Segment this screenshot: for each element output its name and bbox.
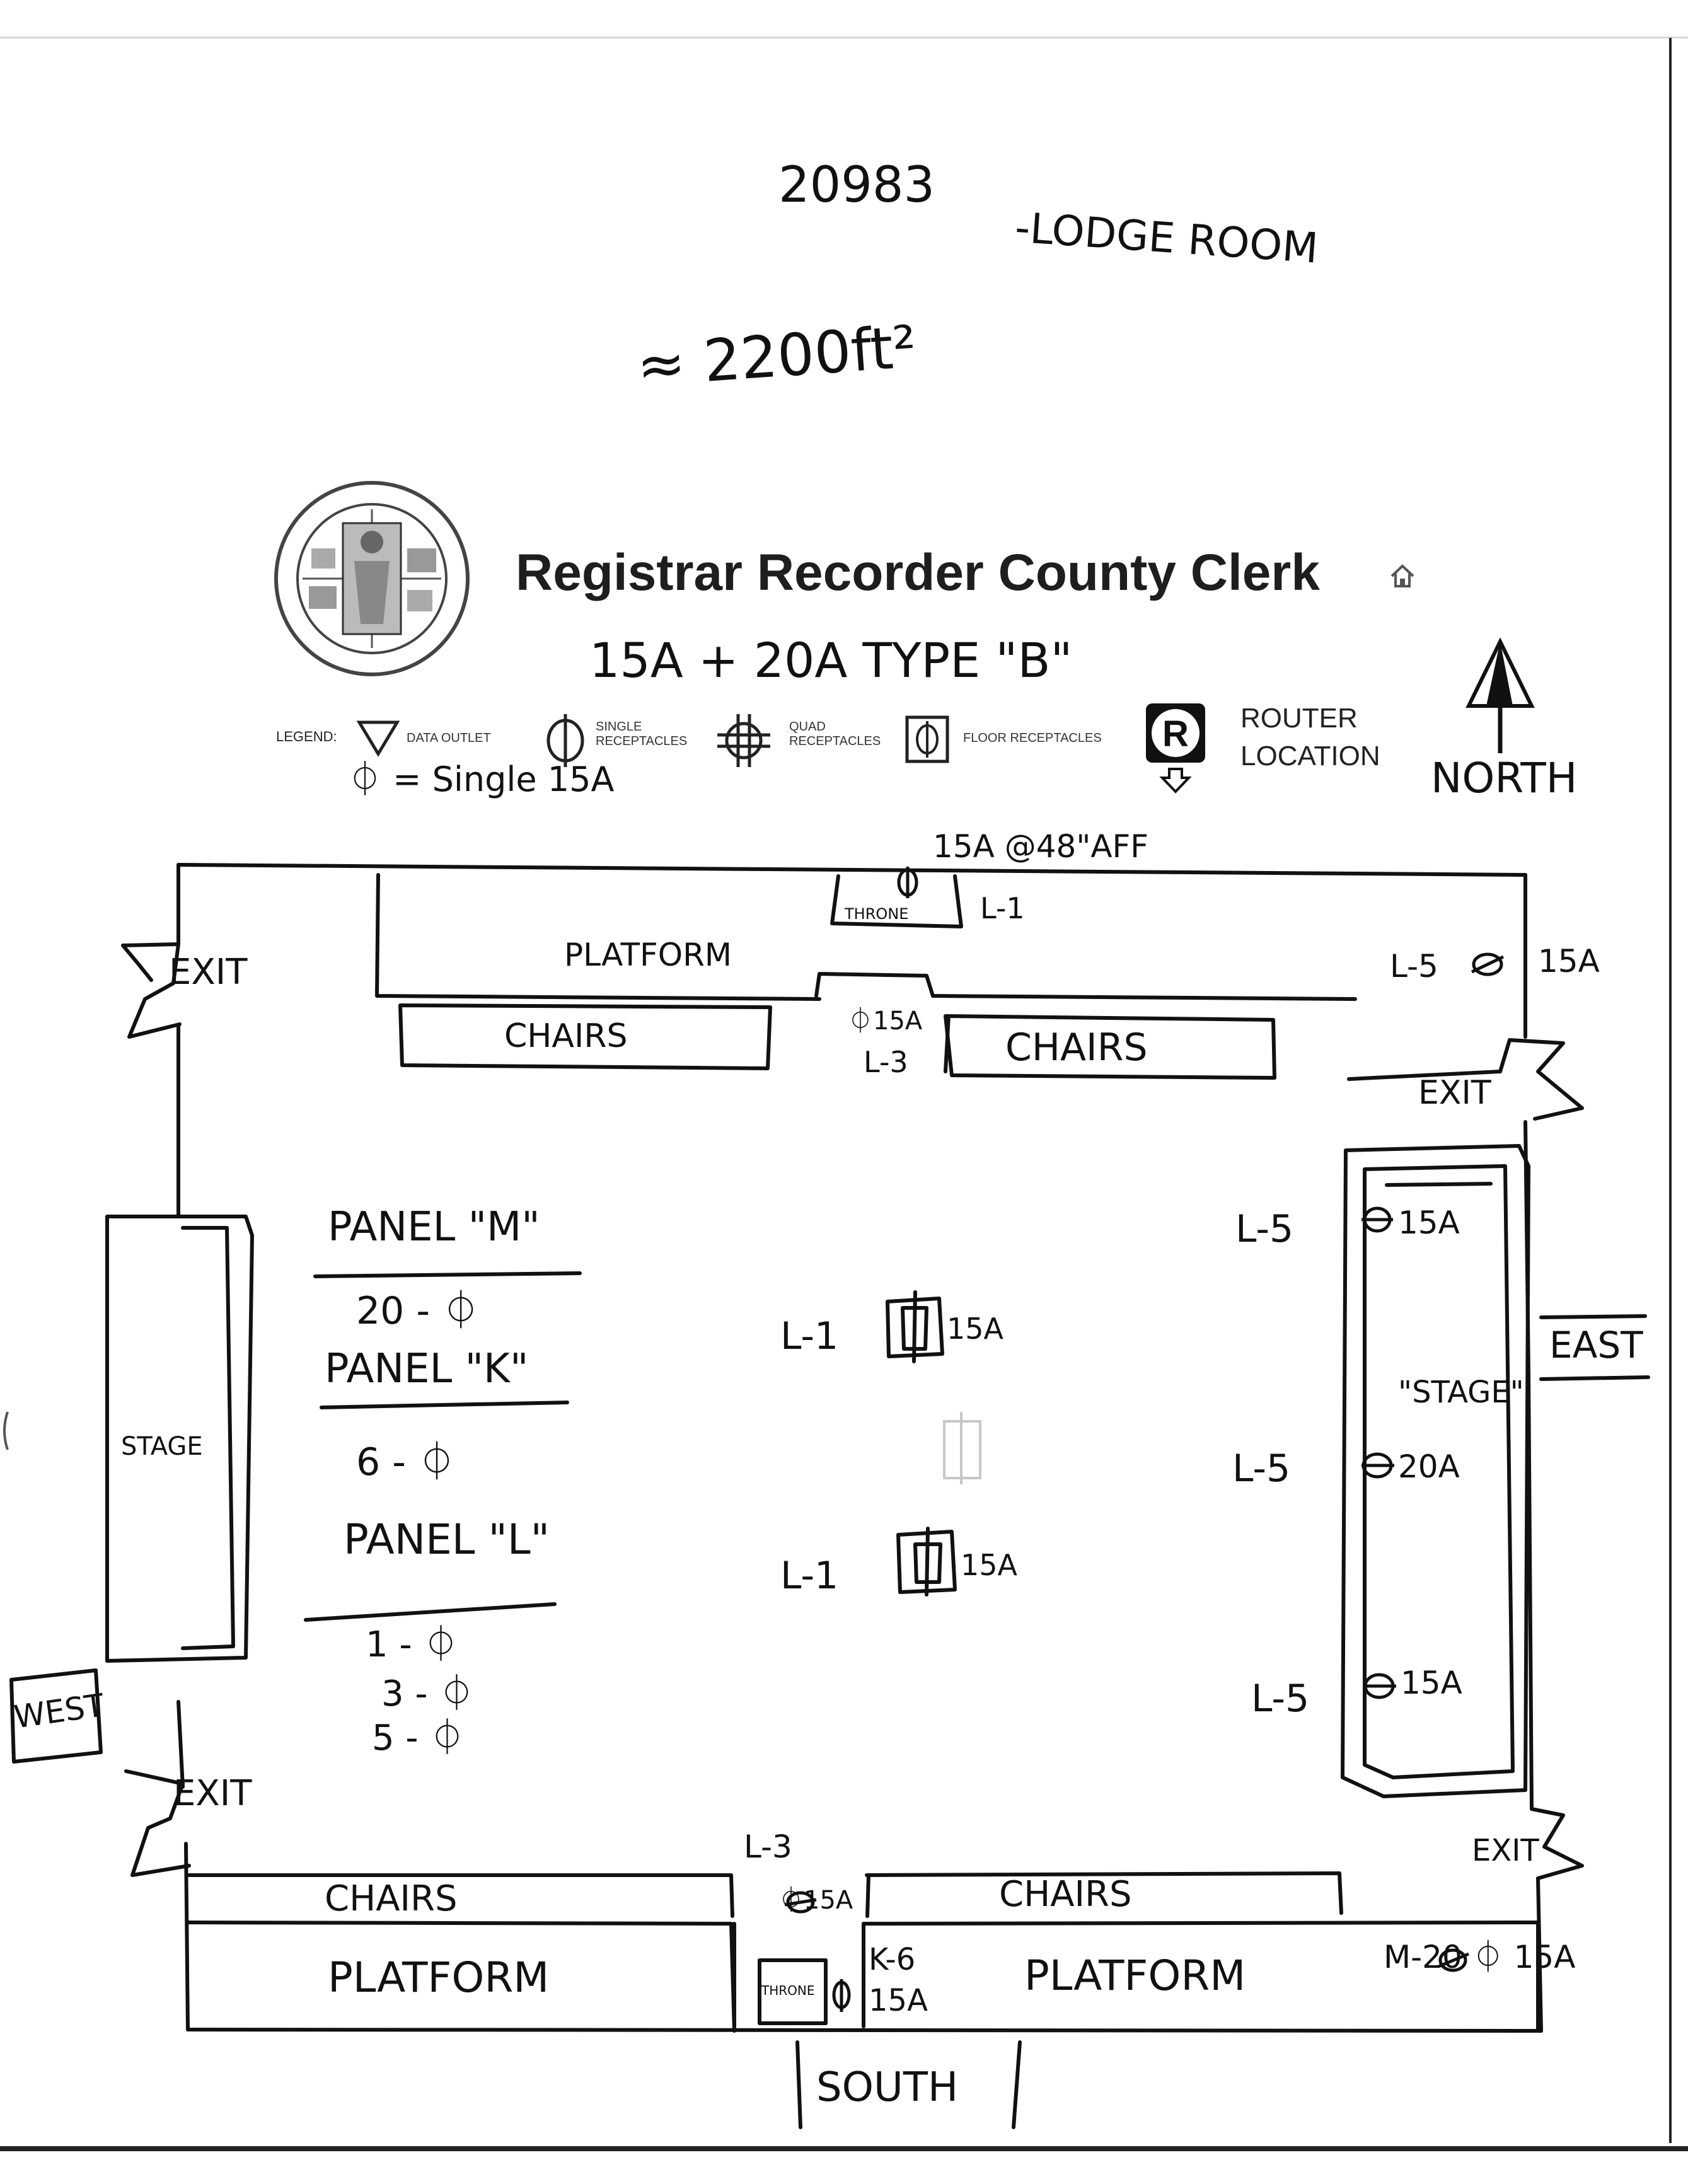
l5-1-amp: 15A — [1398, 1205, 1460, 1241]
panel-l-label: PANEL "L" — [344, 1515, 550, 1564]
k6-amp: 15A — [869, 1983, 928, 2018]
data-outlet-triangle-icon — [356, 720, 400, 757]
east-label: EAST — [1549, 1324, 1643, 1366]
floor-receptacle-icon — [905, 715, 949, 763]
north-label: NORTH — [1431, 754, 1578, 802]
south-label: SOUTH — [816, 2064, 959, 2111]
throne-top-label: THRONE — [845, 905, 909, 923]
job-number: 20983 — [778, 157, 935, 214]
chairs-top-right-label: CHAIRS — [1005, 1026, 1148, 1070]
logo-title: Registrar Recorder County Clerk — [516, 544, 1320, 601]
platform-bottom-right-label: PLATFORM — [1024, 1951, 1246, 2000]
panel-l-circuit-3: 3 - ⏀ — [381, 1673, 475, 1714]
router-location-icon: R — [1146, 703, 1205, 794]
m20-label: M-20 ⏀ 15A — [1384, 1939, 1576, 1975]
floor-receptacle-2-label: L-1 — [780, 1554, 839, 1598]
panel-k-label: PANEL "K" — [325, 1346, 529, 1392]
single-15a-note: ⏀ = Single 15A — [348, 760, 615, 799]
stage-east-label: "STAGE" — [1398, 1375, 1524, 1410]
router-letter: R — [1162, 714, 1189, 754]
l5-3-amp: 15A — [1401, 1665, 1462, 1701]
l3-top-label: L-3 — [864, 1045, 908, 1079]
router-text-1: ROUTER — [1240, 703, 1358, 734]
exit-nw-label: EXIT — [169, 952, 248, 993]
center-top-15a: ⏀15A — [848, 1007, 923, 1036]
panel-m-circuit: 20 - ⏀ — [356, 1289, 480, 1333]
l5-2-amp: 20A — [1398, 1448, 1460, 1485]
legend-quad-receptacles: QUAD RECEPTACLES — [789, 720, 881, 748]
panel-l-circuit-1: 1 - ⏀ — [366, 1624, 459, 1665]
chairs-bottom-right-label: CHAIRS — [999, 1874, 1132, 1915]
page-right-edge — [1669, 38, 1672, 2143]
receptacle-type-note: 15A + 20A TYPE "B" — [589, 632, 1073, 688]
platform-bottom-left-label: PLATFORM — [328, 1953, 550, 2002]
l5-3-label: L-5 — [1251, 1677, 1310, 1721]
panel-l-circuit-5: 5 - ⏀ — [372, 1718, 465, 1759]
county-seal-logo — [274, 481, 470, 676]
l5-ne-label: L-5 — [1390, 948, 1438, 985]
home-icon — [1390, 564, 1414, 587]
chairs-top-left-label: CHAIRS — [504, 1017, 628, 1055]
quad-receptacle-icon — [717, 714, 770, 767]
l1-top-label: L-1 — [980, 891, 1025, 925]
north-arrow-icon — [1465, 637, 1535, 753]
l5-ne-amp: 15A — [1538, 943, 1600, 979]
floor-receptacle-1-label: L-1 — [780, 1314, 839, 1358]
aff-note: 15A @48"AFF — [933, 828, 1149, 865]
legend-label: LEGEND: — [276, 729, 337, 744]
legend-data-outlet: DATA OUTLET — [407, 731, 491, 745]
l3-bottom-label: L-3 — [744, 1829, 792, 1865]
panel-m-label: PANEL "M" — [328, 1204, 540, 1251]
exit-se-label: EXIT — [1472, 1833, 1539, 1868]
floor-receptacle-2-amp: 15A — [961, 1548, 1018, 1582]
exit-ne-label: EXIT — [1418, 1074, 1491, 1112]
page-bottom-edge — [0, 2146, 1688, 2151]
floor-receptacle-1-amp: 15A — [947, 1312, 1004, 1346]
throne-bottom-label: THRONE — [761, 1983, 815, 1998]
legend-floor-receptacles: FLOOR RECEPTACLES — [963, 731, 1102, 745]
legend-single-receptacles: SINGLE RECEPTACLES — [596, 720, 688, 748]
platform-top-label: PLATFORM — [564, 937, 732, 973]
l5-1-label: L-5 — [1235, 1207, 1294, 1251]
k6-label: K-6 — [869, 1942, 916, 1977]
router-text-2: LOCATION — [1240, 741, 1380, 771]
panel-k-circuit: 6 - ⏀ — [356, 1440, 456, 1484]
stage-west-label: STAGE — [121, 1432, 203, 1461]
bottom-center-15a: ⏀15A — [778, 1886, 853, 1915]
chairs-bottom-left-label: CHAIRS — [325, 1878, 458, 1919]
single-receptacle-icon — [546, 714, 584, 767]
exit-sw-label: EXIT — [173, 1773, 252, 1814]
l5-2-label: L-5 — [1232, 1447, 1291, 1491]
page-top-edge — [0, 37, 1688, 38]
